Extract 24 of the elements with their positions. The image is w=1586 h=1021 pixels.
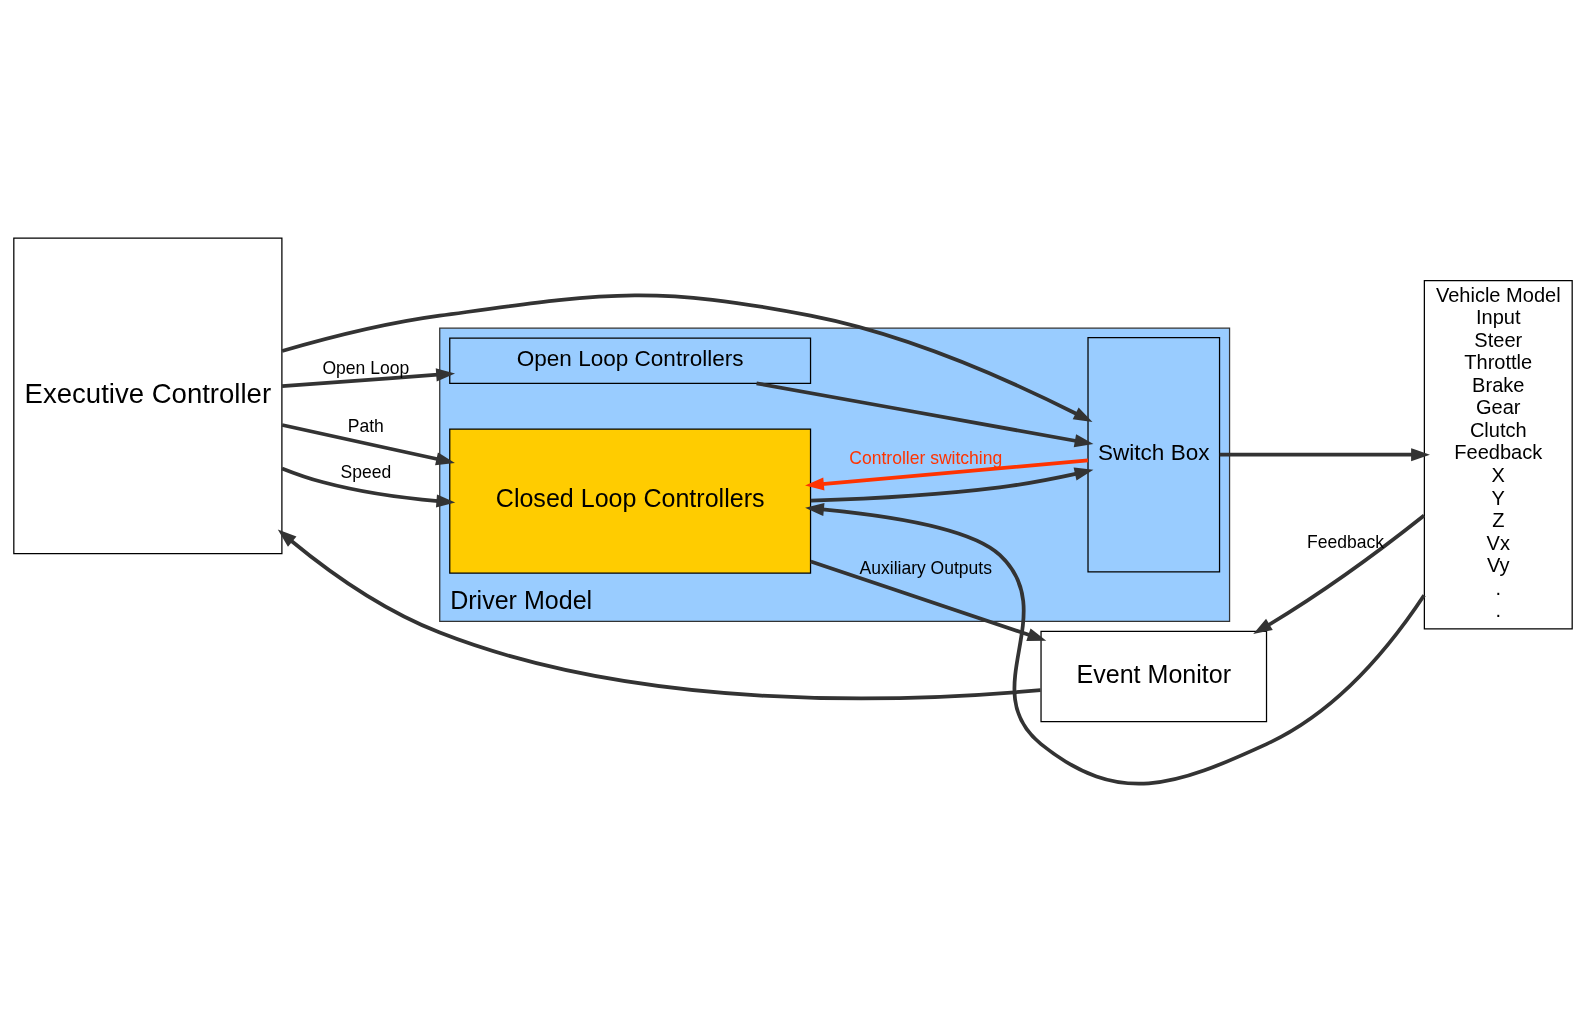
edge-label: Controller switching — [849, 447, 1003, 468]
arrow — [810, 467, 1094, 502]
arrow — [281, 367, 456, 388]
arrow — [1253, 513, 1426, 634]
edge-label: Open Loop — [322, 357, 410, 378]
edge-label: Speed — [340, 461, 392, 482]
edge-label: Auxiliary Outputs — [859, 557, 992, 578]
arrow — [756, 381, 1094, 447]
edge-label: Path — [347, 415, 384, 436]
arrow — [805, 458, 1089, 491]
arrow — [1219, 447, 1430, 461]
arrow — [277, 529, 1041, 700]
arrow — [805, 502, 1426, 785]
node-box: Executive Controller — [13, 236, 283, 554]
arrow — [281, 466, 456, 508]
node-box: Closed Loop Controllers — [449, 427, 812, 574]
arrow — [810, 559, 1047, 641]
arrow — [281, 422, 455, 465]
edge-label: Feedback — [1306, 531, 1384, 552]
node-box: Event Monitor — [1040, 630, 1268, 722]
node-box: Vehicle Model Input Steer Throttle Brake Gear Clutch Feedback X Y Z Vx Vy . . — [1423, 279, 1573, 629]
node-box: Open Loop Controllers — [449, 337, 812, 384]
node-box: Switch Box — [1087, 336, 1221, 572]
arrow — [281, 293, 1093, 422]
